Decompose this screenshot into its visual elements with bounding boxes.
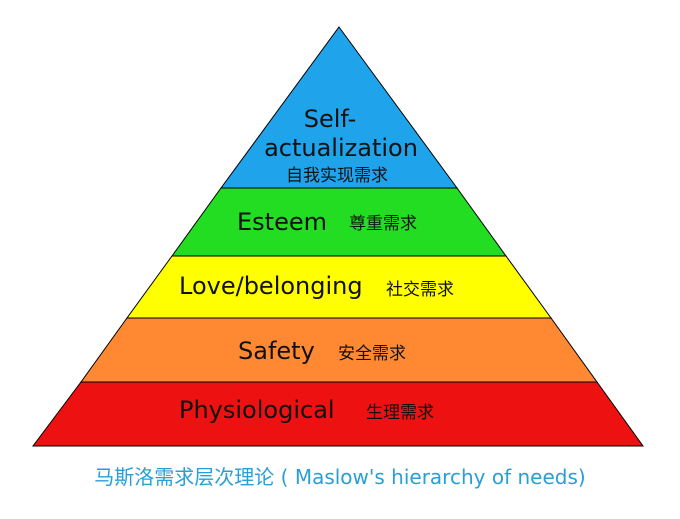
level-physiological-en: Physiological [179,396,335,424]
level-safety-en: Safety [238,337,315,365]
level-physiological-cn: 生理需求 [366,403,434,423]
level-safety-cn: 安全需求 [338,344,406,364]
level-love-belonging-cn: 社交需求 [386,280,454,300]
level-self-actualization-en-line-2: actualization [264,134,418,162]
diagram-caption: 马斯洛需求层次理论 ( Maslow's hierarchy of needs) [94,465,585,489]
level-esteem-en: Esteem [237,208,327,236]
level-self-actualization-cn: 自我实现需求 [286,166,388,186]
level-love-belonging-en: Love/belonging [179,272,363,300]
level-esteem [171,187,507,257]
level-physiological [32,381,644,447]
level-esteem-cn: 尊重需求 [349,214,417,234]
level-self-actualization-en-line-1: Self- [304,105,356,133]
